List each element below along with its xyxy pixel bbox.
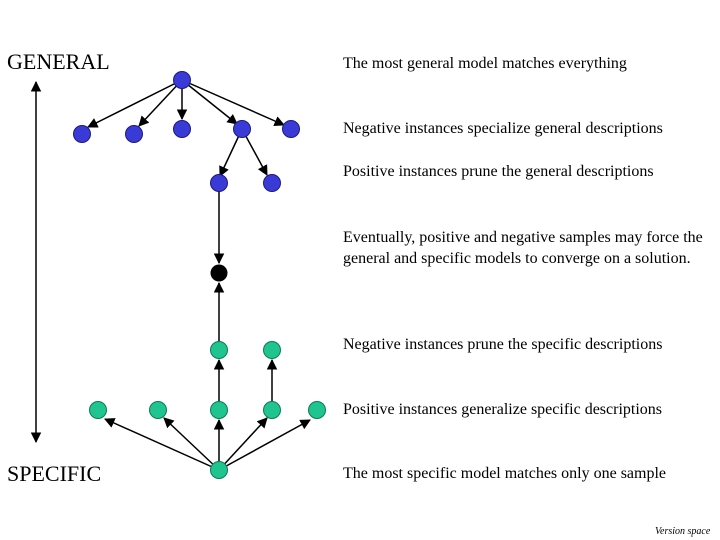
general-node [233,120,251,138]
general-nodes [73,71,300,192]
general-node [125,125,143,143]
specific-node [210,401,228,419]
annotation-negative-prune-specific: Negative instances prune the specific de… [343,336,663,353]
general-node [173,120,191,138]
general-edges [87,79,285,265]
specific-node [89,401,107,419]
general-root-node [173,71,191,89]
specific-node [308,401,326,419]
annotation-positive-generalize: Positive instances generalize specific d… [343,401,663,418]
specific-node [263,341,281,359]
specific-node [210,341,228,359]
specific-node [263,401,281,419]
edge [104,418,220,471]
annotation-negative-specialize: Negative instances specialize general de… [343,120,663,137]
annotation-most-specific: The most specific model matches only one… [343,465,667,482]
edge [138,79,183,127]
annotation-positive-prune: Positive instances prune the general des… [343,163,654,180]
edge [218,417,268,471]
specific-edges [104,281,311,471]
edge [181,79,285,126]
footer-caption: Version space [655,526,711,537]
edge [218,419,311,471]
annotation-most-general: The most general model matches everythin… [343,55,627,72]
edge [181,79,238,125]
general-node [73,125,91,143]
general-node [263,174,281,192]
specific-label: SPECIFIC [7,461,102,486]
general-label: GENERAL [7,49,110,74]
edge [163,417,220,471]
solution-node [210,264,228,282]
general-node [282,120,300,138]
specific-nodes [89,341,326,479]
specific-node [149,401,167,419]
annotation-converge: Eventually, positive and negative sample… [343,229,703,267]
edge [87,79,183,128]
specific-root-node [210,461,228,479]
general-node [210,174,228,192]
